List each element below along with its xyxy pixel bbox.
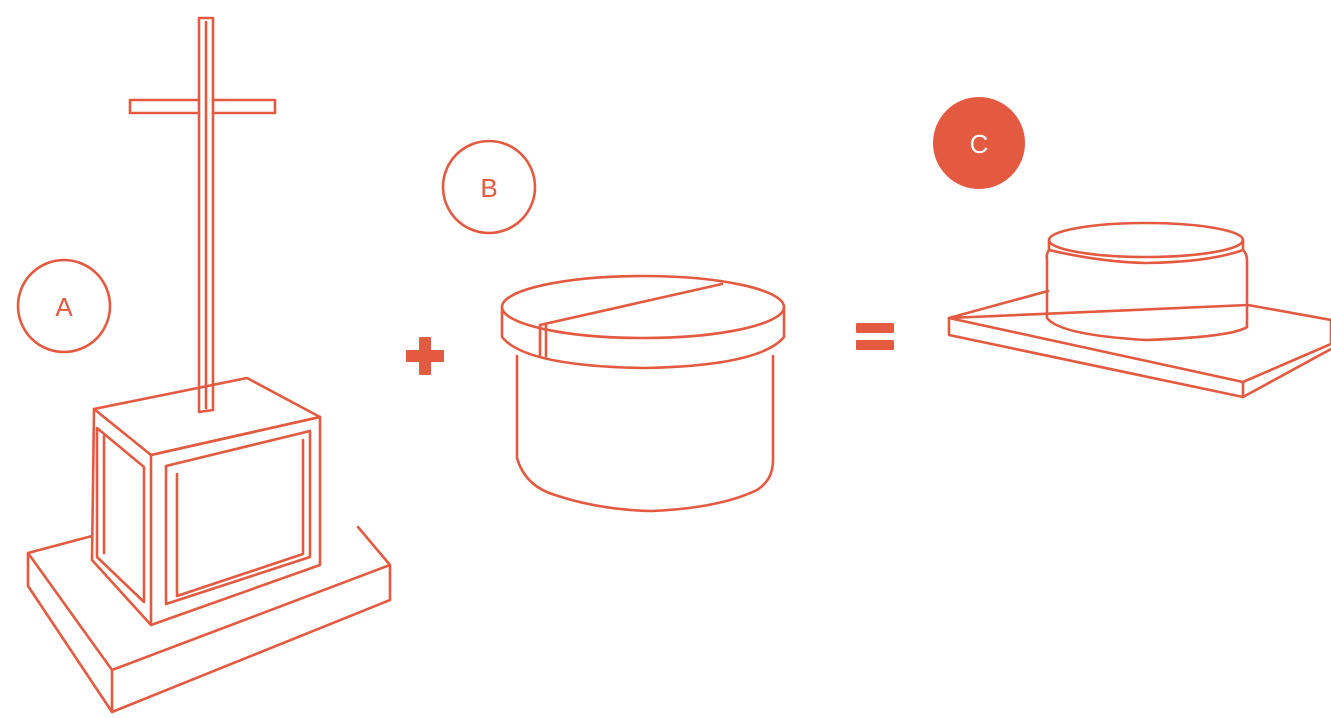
cylinder-body <box>515 354 775 513</box>
tombstone-base-slab <box>26 525 392 714</box>
label-a: A <box>16 258 112 354</box>
label-a-circle <box>16 258 112 354</box>
lidded-cylinder <box>500 274 786 513</box>
tombstone-front-panel <box>164 429 312 606</box>
cross-vertical-beam <box>197 16 215 414</box>
cylinder-lid-top <box>500 274 786 340</box>
plus-sign <box>406 337 444 375</box>
cylinder-lid-split <box>538 282 724 358</box>
label-c: C <box>933 97 1025 189</box>
urn-top-ellipse <box>1047 221 1245 259</box>
label-b: B <box>441 139 537 235</box>
tombstone-with-cross <box>26 16 392 714</box>
label-c-text: C <box>970 129 989 159</box>
label-a-text: A <box>55 292 73 322</box>
slab-edge <box>947 316 1331 399</box>
label-c-circle <box>933 97 1025 189</box>
urn-body <box>1045 248 1249 342</box>
cylinder-lid-rim <box>500 305 786 370</box>
equals-sign <box>856 323 894 350</box>
cross-horizontal-beam <box>128 98 277 115</box>
label-b-text: B <box>480 173 497 203</box>
tombstone-block-front-face <box>149 415 322 627</box>
slab-top <box>947 289 1331 384</box>
tombstone-block-left-face <box>90 407 153 627</box>
urn-on-slab <box>947 221 1331 399</box>
urn-lid-band <box>1047 238 1245 265</box>
tombstone-left-panel <box>95 426 146 604</box>
label-b-circle <box>441 139 537 235</box>
